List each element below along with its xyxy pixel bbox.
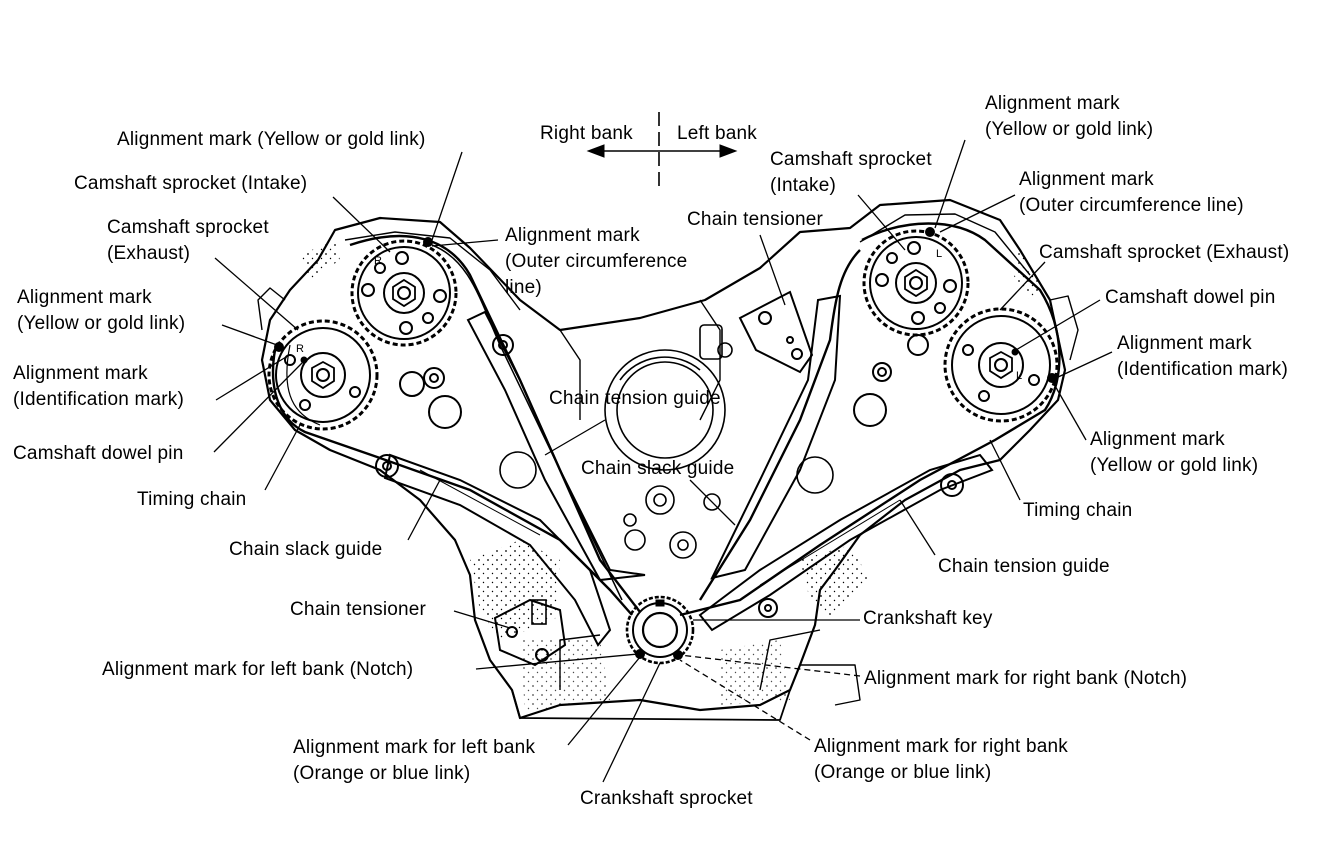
label-crankshaft-sprocket: Crankshaft sprocket bbox=[580, 788, 753, 809]
label-crank-left-bank-notch: Alignment mark for left bank (Notch) bbox=[102, 659, 414, 680]
label-left-chain-tension-guide: Chain tension guide bbox=[938, 556, 1110, 577]
label-right-alignment-mark-yellow-top: Alignment mark (Yellow or gold link) bbox=[117, 129, 426, 150]
bank-direction-indicator bbox=[586, 112, 738, 190]
right-intake-sprocket-mark: R bbox=[374, 255, 383, 267]
label-line: (Identification mark) bbox=[13, 389, 185, 410]
label-line: (Yellow or gold link) bbox=[1090, 455, 1259, 476]
label-line: Camshaft sprocket bbox=[107, 217, 269, 238]
label-center-chain-tension-guide: Chain tension guide bbox=[549, 388, 721, 409]
right-intake-sprocket bbox=[350, 239, 458, 347]
left-intake-sprocket-mark: L bbox=[936, 248, 943, 260]
right-exhaust-sprocket bbox=[267, 319, 379, 431]
label-crank-left-bank-link: Alignment mark for left bank (Orange or … bbox=[293, 735, 535, 787]
label-right-camshaft-sprocket-intake: Camshaft sprocket (Intake) bbox=[74, 173, 308, 194]
left-exhaust-sprocket bbox=[943, 307, 1059, 423]
leader-lines bbox=[213, 139, 1113, 783]
left-bank-direction-label: Left bank bbox=[677, 123, 757, 144]
label-left-alignment-mark-outer: Alignment mark (Outer circumference line… bbox=[1019, 167, 1244, 219]
left-exhaust-sprocket-mark: L bbox=[1016, 370, 1023, 382]
label-crank-right-bank-link: Alignment mark for right bank (Orange or… bbox=[814, 734, 1068, 786]
right-bank-direction-label: Right bank bbox=[540, 123, 633, 144]
right-bank-assembly bbox=[267, 234, 646, 667]
label-center-chain-slack-guide: Chain slack guide bbox=[581, 458, 735, 479]
label-right-camshaft-sprocket-exhaust: Camshaft sprocket (Exhaust) bbox=[107, 215, 269, 267]
label-line: Alignment mark bbox=[1117, 333, 1252, 354]
label-line: (Identification mark) bbox=[1117, 359, 1289, 380]
label-line: (Orange or blue link) bbox=[293, 763, 471, 784]
label-left-camshaft-dowel-pin: Camshaft dowel pin bbox=[1105, 287, 1276, 308]
label-left-alignment-mark-yellow-top: Alignment mark (Yellow or gold link) bbox=[985, 91, 1153, 143]
label-line: Alignment mark bbox=[1019, 169, 1154, 190]
label-line: Alignment mark bbox=[13, 363, 148, 384]
left-intake-sprocket bbox=[862, 229, 970, 337]
label-line: Alignment mark bbox=[1090, 429, 1225, 450]
label-right-camshaft-dowel-pin: Camshaft dowel pin bbox=[13, 443, 184, 464]
casting-texture bbox=[300, 240, 1045, 712]
label-line: (Orange or blue link) bbox=[814, 762, 992, 783]
label-line: (Intake) bbox=[770, 175, 837, 196]
label-right-chain-slack-guide: Chain slack guide bbox=[229, 539, 383, 560]
label-left-camshaft-sprocket-exhaust: Camshaft sprocket (Exhaust) bbox=[1039, 242, 1290, 263]
label-line: (Outer circumference line) bbox=[1019, 195, 1244, 216]
label-left-timing-chain: Timing chain bbox=[1023, 500, 1133, 521]
label-right-alignment-mark-outer: Alignment mark (Outer circumference line… bbox=[505, 223, 687, 301]
label-line: Alignment mark for right bank bbox=[814, 736, 1068, 757]
label-right-timing-chain: Timing chain bbox=[137, 489, 247, 510]
right-chain-tensioner bbox=[493, 598, 567, 667]
label-line: (Outer circumference bbox=[505, 251, 688, 272]
label-crankshaft-key: Crankshaft key bbox=[863, 608, 993, 629]
crankcase-features bbox=[499, 324, 834, 559]
right-exhaust-sprocket-mark: R bbox=[296, 343, 305, 355]
label-left-chain-tensioner: Chain tensioner bbox=[687, 209, 824, 230]
label-line: (Yellow or gold link) bbox=[985, 119, 1154, 140]
label-left-alignment-mark-identification: Alignment mark (Identification mark) bbox=[1117, 331, 1288, 383]
label-line: Alignment mark bbox=[17, 287, 152, 308]
label-right-alignment-mark-identification: Alignment mark (Identification mark) bbox=[13, 361, 184, 413]
label-line: (Yellow or gold link) bbox=[17, 313, 186, 334]
label-right-chain-tensioner: Chain tensioner bbox=[290, 599, 427, 620]
left-chain-tensioner bbox=[738, 290, 814, 374]
left-bank-assembly bbox=[679, 222, 1061, 632]
label-left-alignment-mark-yellow: Alignment mark (Yellow or gold link) bbox=[1090, 427, 1258, 479]
label-line: Alignment mark for left bank bbox=[293, 737, 536, 758]
label-left-camshaft-sprocket-intake: Camshaft sprocket (Intake) bbox=[770, 147, 932, 199]
label-line: Alignment mark bbox=[985, 93, 1120, 114]
label-line: (Exhaust) bbox=[107, 243, 191, 264]
label-line: Camshaft sprocket bbox=[770, 149, 932, 170]
label-crank-right-bank-notch: Alignment mark for right bank (Notch) bbox=[864, 668, 1188, 689]
label-line: line) bbox=[505, 277, 542, 298]
label-line: Alignment mark bbox=[505, 225, 640, 246]
label-right-alignment-mark-yellow: Alignment mark (Yellow or gold link) bbox=[17, 285, 185, 337]
